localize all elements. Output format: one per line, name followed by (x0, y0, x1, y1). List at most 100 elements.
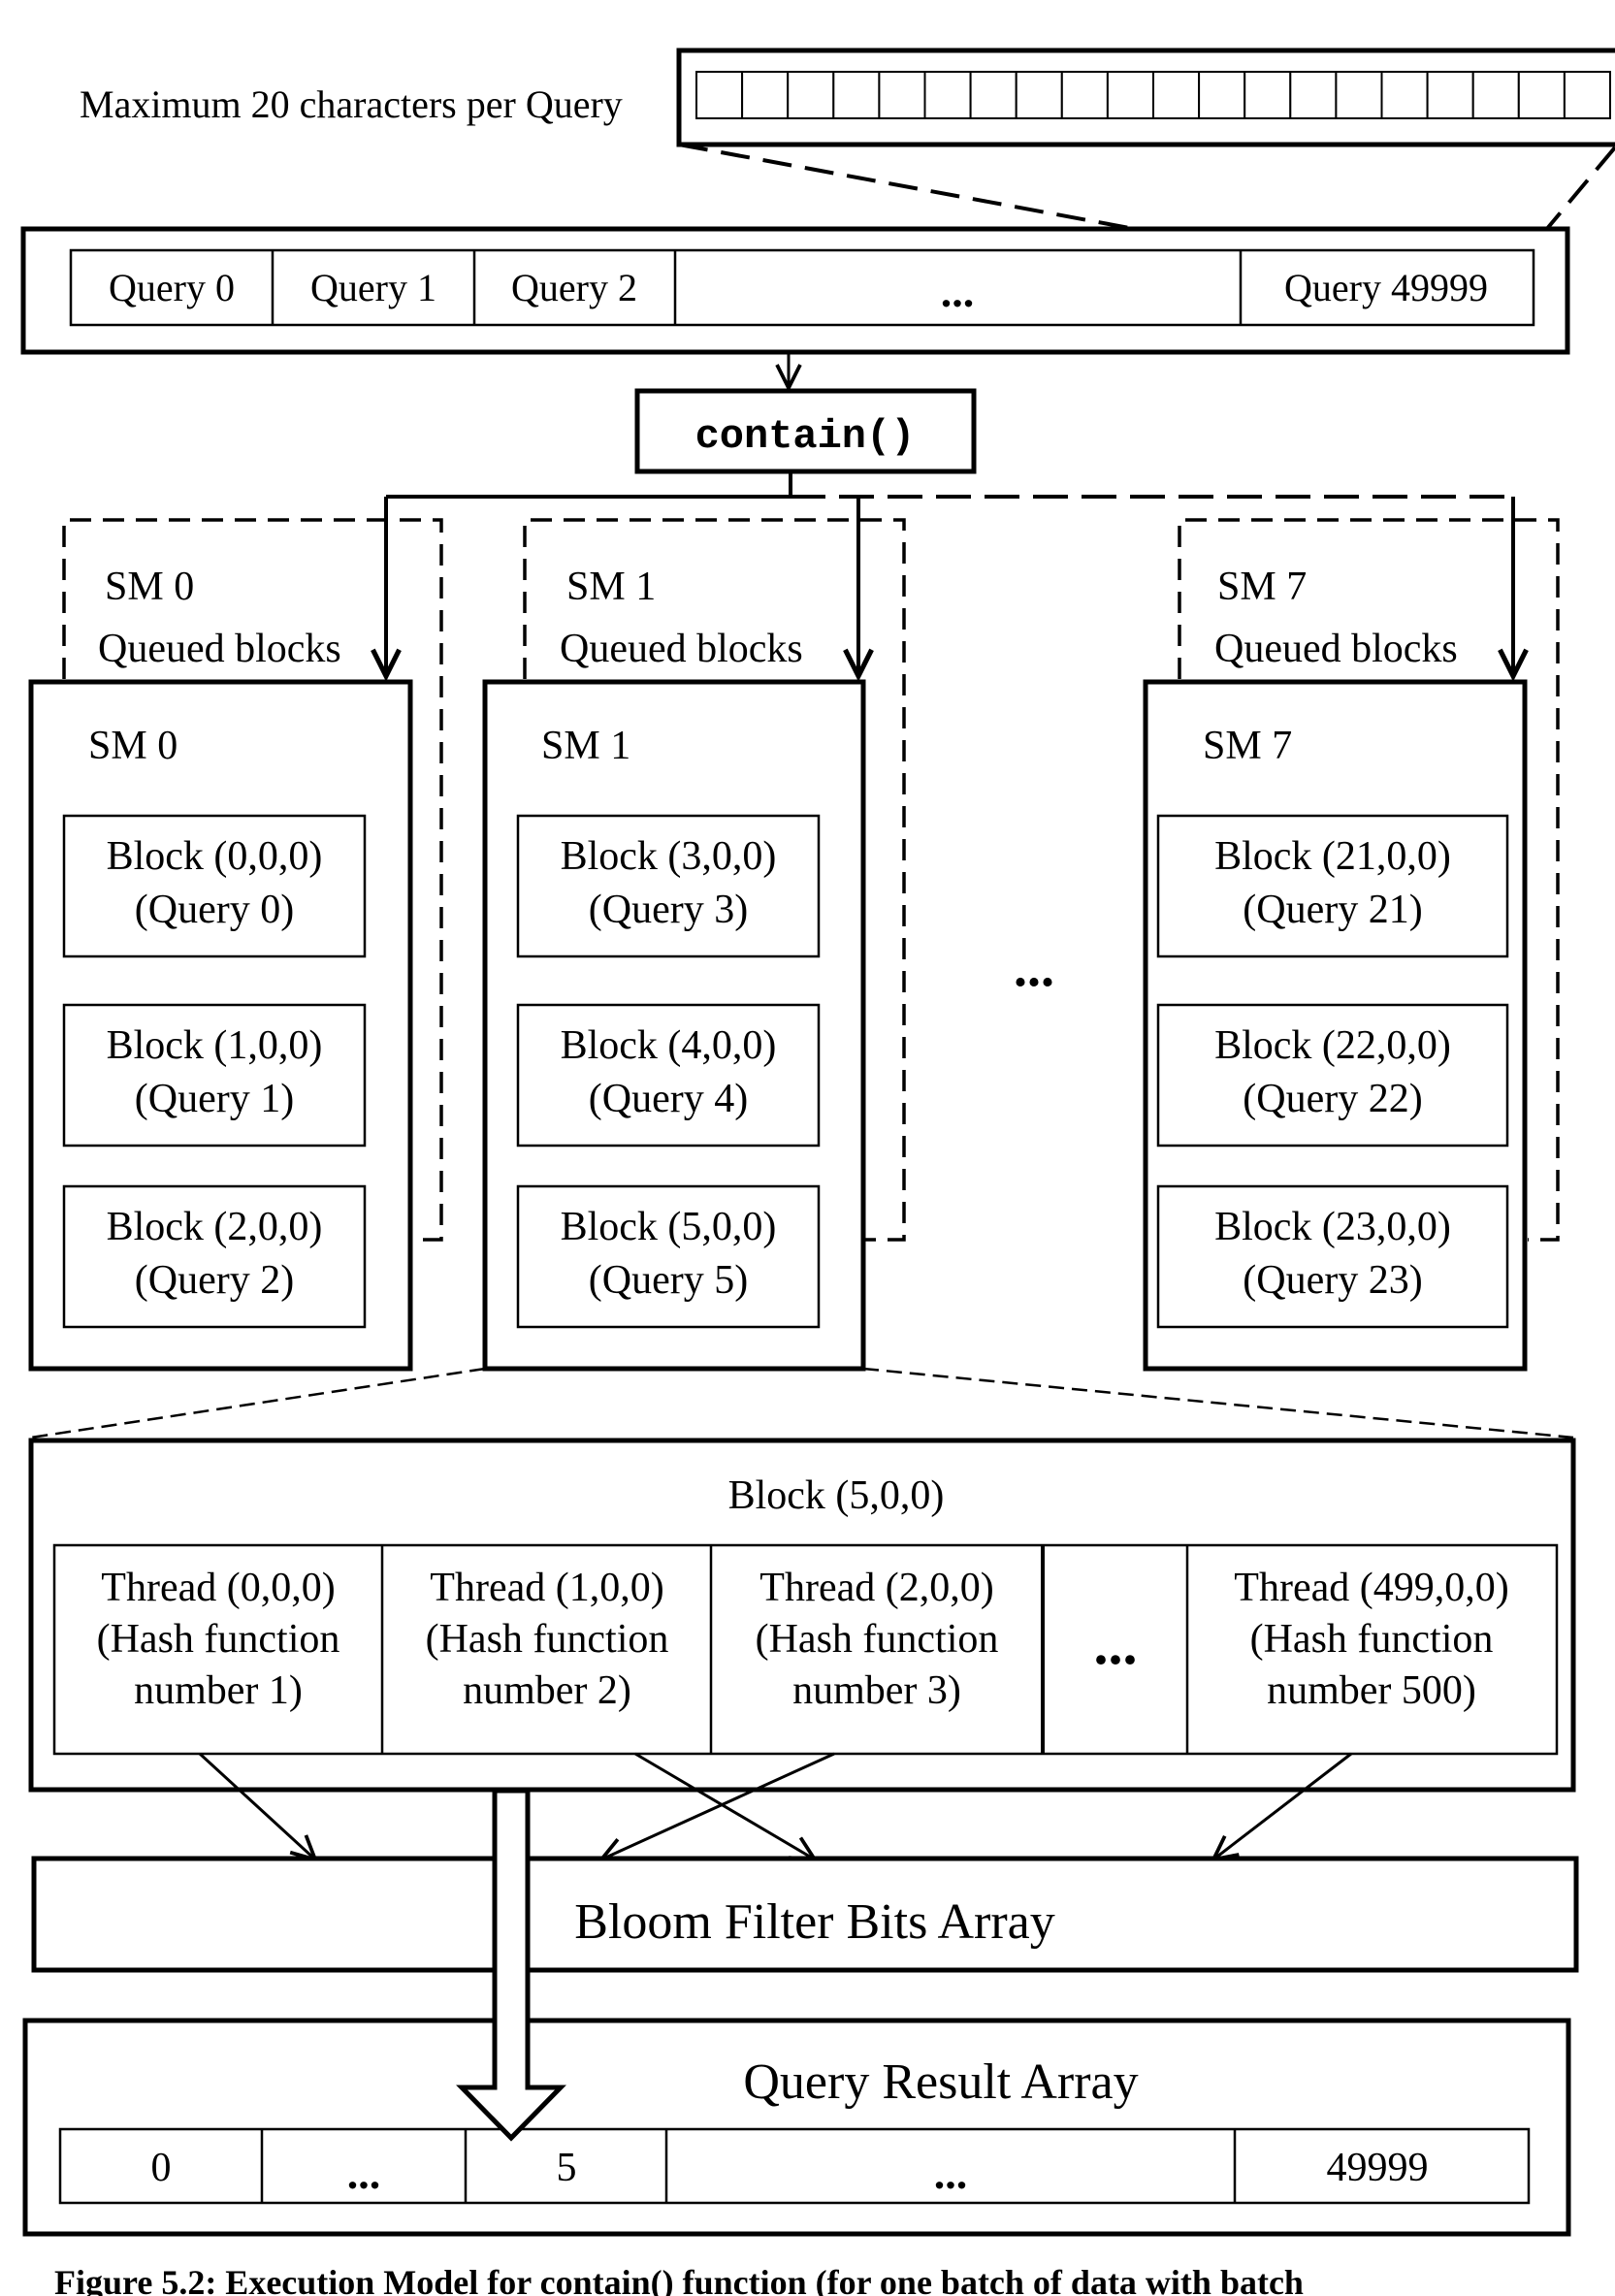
sm7-block-1-label: Block (22,0,0) (1214, 1023, 1451, 1068)
thread-ellipsis: ... (1094, 1612, 1138, 1676)
sm0-queue-subtitle: Queued blocks (98, 627, 341, 671)
query-array (69, 248, 1535, 327)
sm7-block-1-query: (Query 22) (1243, 1077, 1422, 1121)
sm0-block-2-query: (Query 2) (135, 1258, 294, 1303)
sm0-block-1-label: Block (1,0,0) (107, 1023, 323, 1068)
query-cell-last: Query 49999 (1284, 266, 1488, 309)
sm1-block-0-query: (Query 3) (589, 888, 748, 932)
thread-arrow-499 (1213, 1752, 1352, 1859)
thread-499-number: number 500) (1267, 1668, 1476, 1713)
query-cell-0: Query 0 (109, 266, 235, 309)
sm1-block-2-query: (Query 5) (589, 1258, 748, 1303)
char-cell (1471, 71, 1520, 119)
sm1-queue-subtitle: Queued blocks (560, 627, 803, 671)
sm7-block-0 (1156, 814, 1509, 958)
sm0-queue-outline (62, 518, 443, 1242)
query-cell-ellipsis: ... (941, 267, 975, 316)
sm1-block-0 (516, 814, 821, 958)
char-cell (1517, 71, 1566, 119)
sm0-queue-title: SM 0 (105, 565, 194, 609)
thread-499-label: Thread (499,0,0) (1234, 1566, 1508, 1610)
sm1-block-1 (516, 1003, 821, 1148)
bloom-filter-label: Bloom Filter Bits Array (574, 1894, 1054, 1950)
char-cell (1152, 71, 1201, 119)
sm7-title: SM 7 (1203, 724, 1292, 768)
zoom-block-right (862, 1367, 1574, 1439)
sm0-block-2-label: Block (2,0,0) (107, 1205, 323, 1249)
sm7-queue-subtitle: Queued blocks (1214, 627, 1458, 671)
char-cell (923, 71, 972, 119)
sm0-block-1 (62, 1003, 367, 1148)
thread-0-number: number 1) (134, 1668, 303, 1713)
sm1-block-1-query: (Query 4) (589, 1077, 748, 1121)
sm7-block-1 (1156, 1003, 1509, 1148)
thread-2-hash: (Hash function (756, 1617, 999, 1662)
query-cell-1: Query 1 (310, 266, 436, 309)
sm0-block-0-query: (Query 0) (135, 888, 294, 932)
thread-2-label: Thread (2,0,0) (759, 1566, 993, 1610)
thread-499-hash: (Hash function (1250, 1617, 1494, 1662)
thread-arrow-2 (601, 1752, 835, 1859)
zoom-block-left (30, 1367, 486, 1439)
sm1-queue-outline (523, 518, 906, 1242)
sm1-block-2 (516, 1184, 821, 1329)
block-detail-title: Block (5,0,0) (728, 1473, 945, 1518)
sm1-block-1-label: Block (4,0,0) (561, 1023, 777, 1068)
kernel-box (634, 388, 977, 474)
sm1-title: SM 1 (541, 724, 630, 768)
char-cell (741, 71, 790, 119)
thread-arrow-1 (634, 1752, 815, 1859)
char-cell (969, 71, 1017, 119)
char-cell (832, 71, 881, 119)
sm1-block-0-label: Block (3,0,0) (561, 834, 777, 879)
char-cell (787, 71, 835, 119)
char-cell (1335, 71, 1383, 119)
figure-caption: Figure 5.2: Execution Model for contain(… (54, 2263, 1304, 2296)
sm0-block-1-query: (Query 1) (135, 1077, 294, 1121)
sm0-title: SM 0 (88, 724, 178, 768)
sm7-block-2-label: Block (23,0,0) (1214, 1205, 1451, 1249)
result-write-arrow (456, 1788, 566, 2142)
thread-0-hash: (Hash function (97, 1617, 340, 1662)
char-cell (1015, 71, 1063, 119)
sm0-block-2 (62, 1184, 367, 1329)
char-cell (1244, 71, 1292, 119)
char-cell (1380, 71, 1429, 119)
thread-row (52, 1543, 1559, 1756)
query-cell-2: Query 2 (511, 266, 637, 309)
thread-0-label: Thread (0,0,0) (101, 1566, 335, 1610)
max-chars-label: Maximum 20 characters per Query (80, 82, 623, 126)
result-cell-ellipsis-2: ... (934, 2149, 968, 2198)
sm7-queue-outline (1178, 518, 1560, 1242)
thread-1-hash: (Hash function (426, 1617, 669, 1662)
result-cell-5: 5 (557, 2146, 577, 2190)
thread-2-number: number 3) (792, 1668, 961, 1713)
kernel-label: contain() (695, 413, 916, 460)
char-cell (1289, 71, 1338, 119)
sm7-block-2-query: (Query 23) (1243, 1258, 1422, 1303)
char-cell (1426, 71, 1474, 119)
thread-1-label: Thread (1,0,0) (430, 1566, 663, 1610)
char-cells (695, 71, 1612, 119)
sm1-queue-title: SM 1 (566, 565, 656, 609)
char-cell (1198, 71, 1246, 119)
sm7-block-2 (1156, 1184, 1509, 1329)
char-cell (1060, 71, 1109, 119)
char-cell (1106, 71, 1155, 119)
sm7-block-0-label: Block (21,0,0) (1214, 834, 1451, 879)
char-cell (1563, 71, 1612, 119)
sm-ellipsis: ... (1014, 938, 1054, 998)
result-array (58, 2127, 1531, 2205)
sm7-block-0-query: (Query 21) (1243, 888, 1422, 932)
result-cell-last: 49999 (1327, 2146, 1429, 2190)
char-cell (695, 71, 744, 119)
char-cell (878, 71, 926, 119)
thread-arrow-0 (198, 1752, 315, 1859)
result-title: Query Result Array (743, 2054, 1138, 2110)
sm1-block-2-label: Block (5,0,0) (561, 1205, 777, 1249)
thread-1-number: number 2) (463, 1668, 631, 1713)
result-cell-0: 0 (151, 2146, 172, 2190)
result-cell-ellipsis-1: ... (347, 2149, 381, 2198)
sm7-queue-title: SM 7 (1217, 565, 1307, 609)
